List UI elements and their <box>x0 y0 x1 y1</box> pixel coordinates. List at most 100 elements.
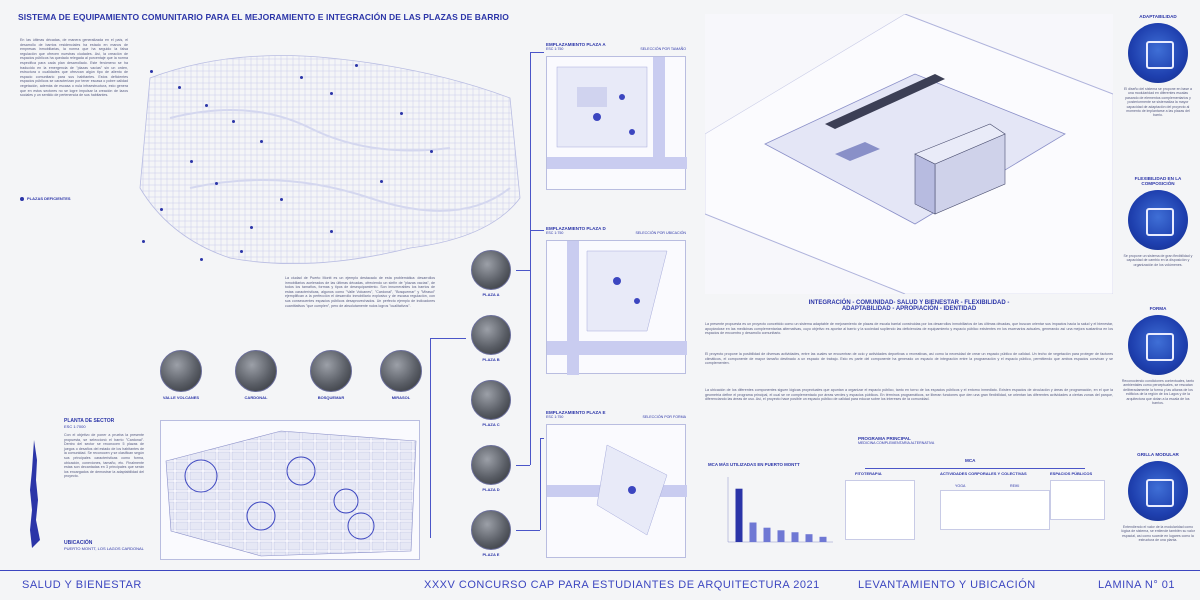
emplacement-scale: ESC 1:750 <box>546 415 564 419</box>
dot-icon <box>20 196 24 201</box>
plaza-marker <box>215 182 218 185</box>
neighborhood-mirasol: MIRASOL <box>370 350 432 400</box>
emplacement-map <box>546 240 687 375</box>
connector-line <box>530 52 531 270</box>
right-modular-grid: GRILLA MODULAR Entendiendo el valor de l… <box>1121 452 1195 543</box>
plaza-marker <box>178 86 181 89</box>
chart-bar <box>805 534 813 542</box>
neighborhood-bosquemar: BOSQUEMAR <box>300 350 362 400</box>
plaza-d: PLAZA D <box>466 445 516 492</box>
connector-line <box>516 465 530 466</box>
chart-svg <box>727 477 833 543</box>
program-branch: ESPACIOS PÚBLICOS <box>1050 471 1093 476</box>
intro-text: En las últimas décadas, de manera genera… <box>20 38 128 98</box>
plaza-marker <box>260 140 263 143</box>
neighborhood-photo <box>310 350 352 392</box>
neighborhood-cardonal: CARDONAL <box>225 350 287 400</box>
tree-line <box>865 468 1085 469</box>
neighborhood-label: VALLE VOLCANES <box>162 395 200 400</box>
plaza-marker <box>142 240 145 243</box>
emplacement-title: EMPLAZAMIENTO PLAZA A <box>546 42 606 47</box>
plaza-marker <box>380 180 383 183</box>
emplacement-criteria: SELECCIÓN POR FORMA <box>642 415 686 419</box>
program-root: MCA <box>965 458 976 463</box>
emplacement-a: EMPLAZAMIENTO PLAZA A ESC 1:750 SELECCIÓ… <box>546 42 687 190</box>
connector-line <box>530 52 544 53</box>
plaza-label: PLAZA B <box>482 357 500 362</box>
program-title: PROGRAMA PRINCIPAL <box>858 436 911 441</box>
connector-line <box>530 230 531 465</box>
connector-line <box>540 438 541 530</box>
right-item-title: FLEXIBILIDAD EN LA COMPOSICIÓN <box>1134 176 1182 186</box>
location-title: UBICACIÓN <box>64 540 93 546</box>
program-branch: ACTIVIDADES CORPORALES Y COLECTIVAS <box>940 471 1027 476</box>
right-item-text: Se propone un sistema de gran flexibilid… <box>1123 254 1193 267</box>
plaza-marker <box>250 226 253 229</box>
plaza-photo <box>471 380 511 420</box>
connector-line <box>430 338 431 538</box>
sector-plan-text: Con el objetivo de poner a prueba la pre… <box>64 433 144 479</box>
footer-left: SALUD Y BIENESTAR <box>22 579 142 591</box>
connector-line <box>430 338 466 339</box>
emplacement-criteria: SELECCIÓN POR UBICACIÓN <box>635 231 686 235</box>
plaza-c: PLAZA C <box>466 380 516 427</box>
chart-bar <box>763 527 771 542</box>
sector-plan-map <box>160 420 420 560</box>
integration-p1: La presente propuesta es un proyecto con… <box>705 322 1113 336</box>
footer-right: LEVANTAMIENTO Y UBICACIÓN <box>858 579 1036 591</box>
chart-bar <box>777 530 785 542</box>
footer-center: XXXV CONCURSO CAP PARA ESTUDIANTES DE AR… <box>424 579 820 591</box>
sector-plan-title: PLANTA DE SECTOR <box>64 418 115 424</box>
chart-bar <box>791 532 799 542</box>
plaza-marker <box>280 198 283 201</box>
plaza-marker <box>330 230 333 233</box>
city-map <box>110 38 530 278</box>
plaza-marker <box>430 150 433 153</box>
integration-p3: La ubicación de los diferentes component… <box>705 388 1113 402</box>
emplacement-map <box>546 56 687 190</box>
program-subtitle: MEDICINA COMPLEMENTARIA ALTERNATIVA <box>858 441 935 445</box>
location-block: UBICACIÓN PUERTO MONTT, LOS LAGOS CARDON… <box>64 540 154 551</box>
integration-p2: El proyecto propone la posibilidad de di… <box>705 352 1113 366</box>
integration-title: INTEGRACIÓN - COMUNIDAD- SALUD Y BIENEST… <box>705 300 1113 312</box>
connector-line <box>540 438 544 439</box>
right-item-title: FORMA <box>1149 306 1167 311</box>
emplacement-e: EMPLAZAMIENTO PLAZA E ESC 1:750 SELECCIÓ… <box>546 410 687 558</box>
right-flexibility: FLEXIBILIDAD EN LA COMPOSICIÓN Se propon… <box>1121 176 1195 267</box>
right-item-text: Reconociendo condiciones contextuales, t… <box>1121 379 1195 406</box>
emplacement-d: EMPLAZAMIENTO PLAZA D ESC 1:750 SELECCIÓ… <box>546 226 687 375</box>
program-sub-branch: REIKI <box>1010 484 1020 488</box>
plaza-marker <box>232 120 235 123</box>
plaza-marker <box>300 76 303 79</box>
plaza-label: PLAZA D <box>482 487 500 492</box>
plaza-b: PLAZA B <box>466 315 516 362</box>
connector-line <box>516 270 530 271</box>
location-text: PUERTO MONTT, LOS LAGOS CARDONAL <box>64 546 144 551</box>
sector-plan-scale: ESC 1:7000 <box>64 424 86 429</box>
connector-line <box>530 230 544 231</box>
page-title: SISTEMA DE EQUIPAMIENTO COMUNITARIO PARA… <box>18 12 509 22</box>
plaza-a: PLAZA A <box>466 250 516 297</box>
plaza-label: PLAZA C <box>482 422 500 427</box>
plaza-marker <box>190 160 193 163</box>
right-item-title: GRILLA MODULAR <box>1137 452 1179 457</box>
program-sub-branch: YOGA <box>955 484 966 488</box>
right-item-text: El diseño del sistema se propone en base… <box>1124 87 1192 118</box>
neighborhood-valle-volcanes: VALLE VOLCANES <box>150 350 212 400</box>
neighborhood-label: MIRASOL <box>391 395 411 400</box>
plaza-marker <box>200 258 203 261</box>
program-header: PROGRAMA PRINCIPAL MEDICINA COMPLEMENTAR… <box>858 436 998 445</box>
emplacement-scale: ESC 1:750 <box>546 47 564 51</box>
neighborhood-photo <box>235 350 277 392</box>
plaza-photo <box>471 250 511 290</box>
plaza-photo <box>471 315 511 355</box>
right-adaptability: ADAPTABILIDAD El diseño del sistema se p… <box>1121 14 1195 118</box>
plaza-marker <box>240 250 243 253</box>
program-box <box>845 480 915 540</box>
program-box <box>1050 480 1105 520</box>
axonometric-drawing <box>704 13 1114 295</box>
plaza-marker <box>400 112 403 115</box>
plaza-label: PLAZA E <box>482 552 500 557</box>
modular-grid-icon <box>1128 461 1188 521</box>
neighborhood-photo <box>160 350 202 392</box>
